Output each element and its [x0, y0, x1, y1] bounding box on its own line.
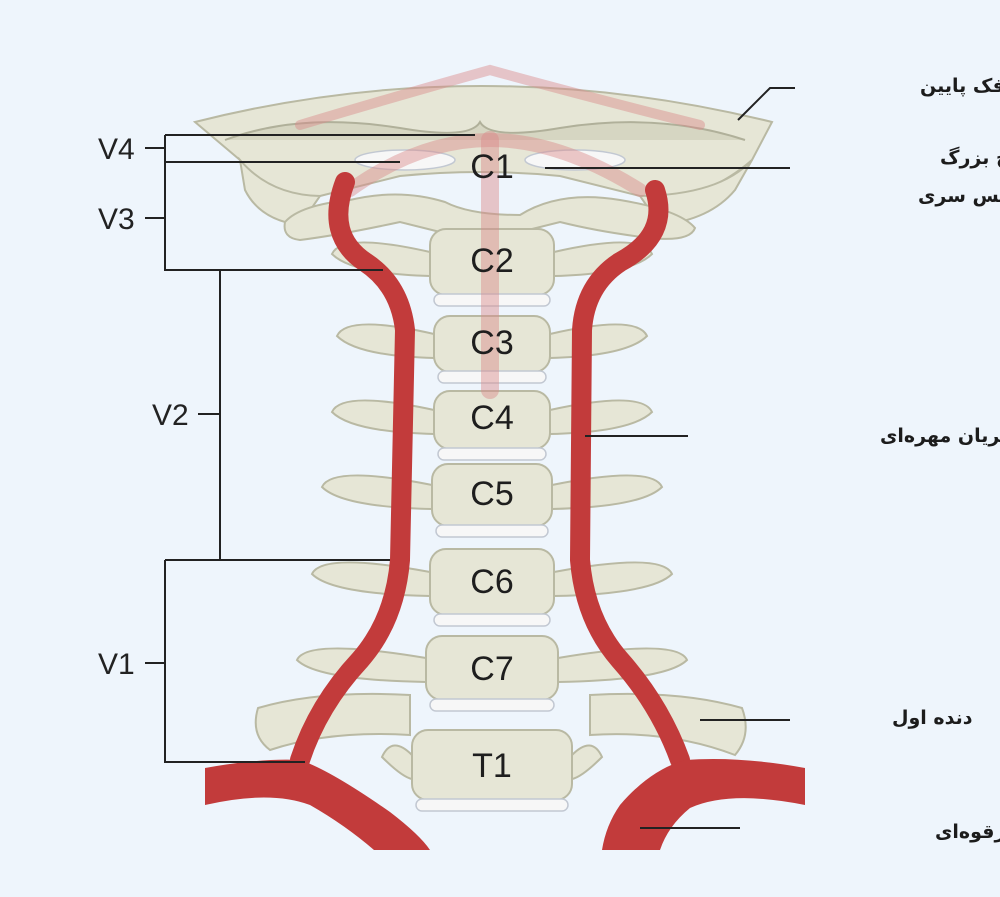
label-c5: C5 — [470, 475, 513, 513]
label-t1: T1 — [472, 747, 512, 785]
process-c5-right — [551, 474, 664, 511]
segment-brackets — [145, 134, 475, 763]
process-t1-right — [571, 744, 604, 781]
disc-c5 — [435, 524, 549, 538]
label-c7: C7 — [470, 650, 513, 688]
vertebra-labels: C1 C2 C3 C4 C5 C6 C7 T1 — [470, 148, 513, 785]
segment-labels: V4 V3 V2 V1 — [98, 133, 189, 681]
skull-base — [192, 85, 774, 227]
label-c1: C1 — [470, 148, 513, 186]
annotation-lines — [545, 87, 795, 829]
label-c2: C2 — [470, 242, 513, 280]
label-v4: V4 — [98, 133, 135, 166]
process-c3-left — [335, 323, 435, 360]
label-c4: C4 — [470, 399, 513, 437]
label-v2: V2 — [152, 399, 189, 432]
label-c3: C3 — [470, 324, 513, 362]
disc-c7 — [429, 698, 555, 712]
disc-t1 — [415, 798, 569, 812]
disc-c3 — [437, 370, 547, 384]
label-v3: V3 — [98, 203, 135, 236]
disc-c6 — [433, 613, 551, 627]
process-c3-right — [549, 323, 649, 360]
process-c4-right — [549, 399, 654, 436]
process-c6-left — [310, 561, 431, 598]
label-first-rib: دنده اول — [892, 707, 973, 729]
label-subclavian-artery: شریان زیر ترقوه‌ای — [935, 821, 1000, 843]
vertebral-arteries — [290, 172, 690, 770]
disc-c4 — [437, 447, 547, 461]
process-t1-left — [380, 744, 413, 781]
process-c5-left — [320, 474, 433, 511]
annotation-labels: فک پایین سوراخ بزرگ پس سری شریان مهره‌ای… — [880, 75, 1000, 843]
process-c4-left — [330, 399, 435, 436]
label-vertebral-artery: شریان مهره‌ای — [880, 425, 1000, 447]
label-foramen-magnum-2: پس سری — [918, 185, 1000, 207]
vertebra-c1 — [283, 149, 697, 242]
disc-c2 — [433, 293, 551, 307]
label-c6: C6 — [470, 563, 513, 601]
label-mandible: فک پایین — [920, 75, 1000, 97]
label-v1: V1 — [98, 648, 135, 681]
label-foramen-magnum-1: سوراخ بزرگ — [940, 146, 1000, 169]
